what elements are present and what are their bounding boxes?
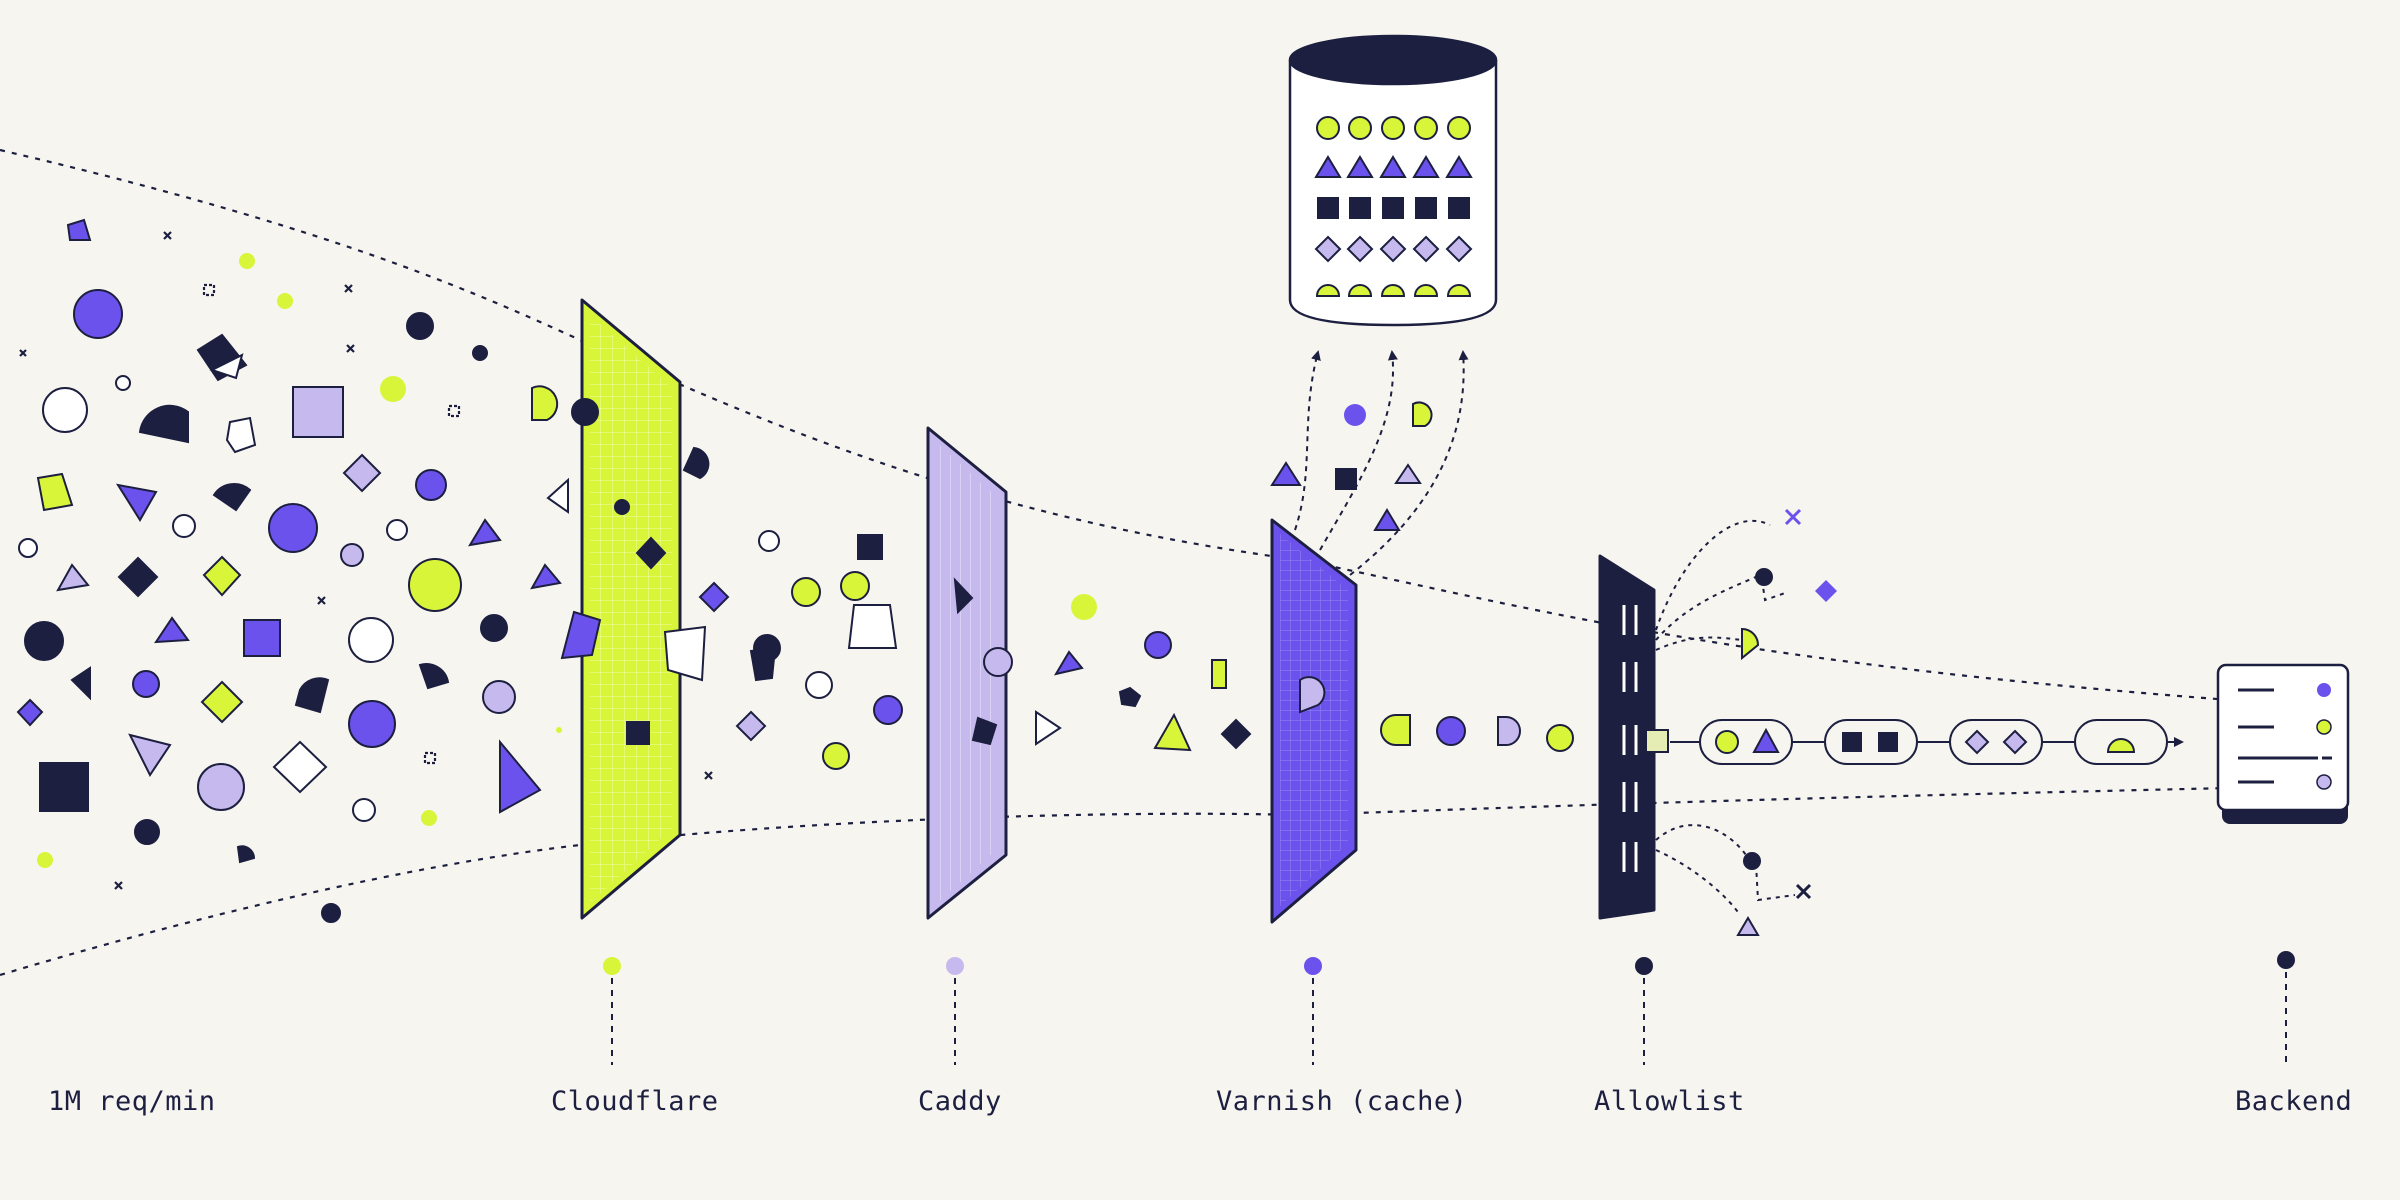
varnish-panel (1270, 518, 1358, 924)
caddy-marker (946, 957, 964, 975)
cache-arrows (1294, 350, 1469, 576)
label-varnish: Varnish (cache) (1216, 1086, 1468, 1117)
varnish-marker (1304, 957, 1322, 975)
cloudflare-panel (580, 298, 682, 920)
funnel-outline (0, 148, 2231, 977)
cache-row-squares (1317, 197, 1470, 219)
backend-server (2216, 663, 2350, 824)
caddy-panel (926, 426, 1008, 920)
cache-row-diamonds (1314, 235, 1473, 263)
filtered-traffic-1 (698, 530, 903, 770)
cache-row-triangles (1314, 155, 1473, 178)
rejected-requests (1655, 508, 1837, 936)
allowlist-marker (1635, 957, 1653, 975)
cache-row-halfcircles (1315, 284, 1472, 297)
cache-writes (1270, 401, 1433, 531)
label-caddy: Caddy (918, 1086, 1002, 1117)
backend-marker (2277, 951, 2295, 969)
label-cloudflare: Cloudflare (551, 1086, 719, 1117)
label-allowlist: Allowlist (1594, 1086, 1745, 1117)
cloudflare-traffic (531, 385, 710, 745)
noise-markers (19, 231, 713, 890)
allowed-batches (1670, 719, 2184, 765)
stage-markers (603, 951, 2295, 1065)
filtered-traffic-2 (1053, 594, 1252, 752)
label-source: 1M req/min (48, 1086, 216, 1117)
cloudflare-marker (603, 957, 621, 975)
incoming-requests (16, 218, 562, 923)
allowlist-gate (1598, 554, 1669, 920)
filtered-traffic-3 (1380, 714, 1574, 752)
caddy-traffic (953, 577, 1062, 746)
cache-store (1288, 34, 1498, 327)
cache-row-circles (1316, 116, 1471, 140)
label-backend: Backend (2235, 1086, 2353, 1117)
cache-contents (1314, 116, 1473, 297)
